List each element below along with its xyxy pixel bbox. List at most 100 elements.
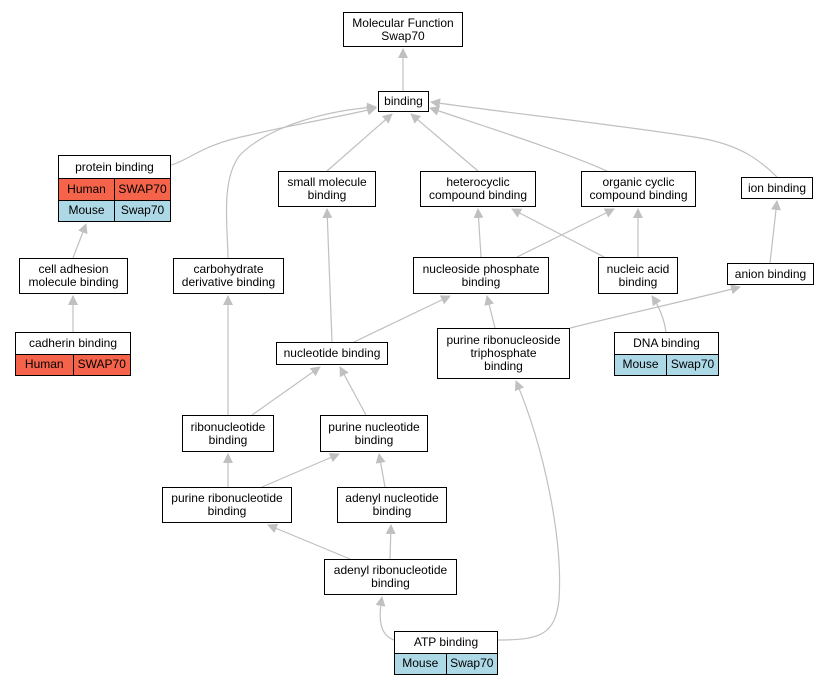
edge-nucleic_acid-to-heterocyclic — [511, 208, 605, 258]
edge-purine_ribonucleotide-to-purine_nucleotide — [261, 452, 340, 488]
gene-species: Mouse — [402, 656, 439, 671]
edge-nucleotide_binding-to-nucleoside_phosphate — [353, 295, 451, 343]
node-label-line: nucleotide binding — [283, 346, 381, 360]
node-label: DNA binding — [615, 333, 718, 354]
node-label-line: binding — [372, 504, 412, 518]
node-label-line: heterocyclic — [446, 175, 510, 189]
node-ion-binding[interactable]: ion binding — [741, 177, 813, 199]
node-label-line: cell adhesion — [38, 262, 109, 276]
node-binding[interactable]: binding — [378, 91, 429, 112]
node-nucleotide-binding[interactable]: nucleotide binding — [276, 342, 388, 365]
node-label-line: compound binding — [428, 188, 528, 202]
edge-heterocyclic-to-binding — [410, 113, 479, 172]
node-label-line: derivative binding — [181, 275, 276, 289]
node-label-line: binding — [307, 188, 347, 202]
node-label-line: Molecular Function — [352, 15, 454, 30]
node-label-line: binding — [354, 432, 394, 447]
gene-symbol: SWAP70 — [72, 354, 131, 375]
edge-organic_cyclic-to-binding — [429, 106, 608, 172]
node-label-line: organic cyclic — [602, 175, 675, 189]
node-label-line: cadherin binding — [28, 335, 118, 350]
edge-small_molecule_binding-to-binding — [326, 113, 393, 172]
node-label-line: binding — [484, 359, 523, 373]
node-label-line: purine ribonucleoside — [446, 333, 561, 347]
node-label-line: purine ribonucleotide — [171, 491, 283, 505]
edge-dna_binding-to-nucleic_acid — [651, 295, 667, 333]
node-label-line: binding — [618, 274, 658, 289]
edge-purine_ribonucleoside_tp-to-nucleoside_phosphate — [484, 295, 496, 329]
gene-symbol: SWAP70 — [114, 179, 170, 200]
edge-adenyl_nucleotide-to-purine_nucleotide — [375, 453, 386, 488]
edge-adenyl_ribonucleotide-to-adenyl_nucleotide — [385, 524, 396, 560]
edge-ribonucleotide-to-nucleotide_binding — [251, 366, 321, 416]
node-label-line: compound binding — [589, 188, 688, 202]
edge-carbohydrate-to-binding — [225, 102, 377, 259]
node-label-line: binding — [384, 94, 423, 108]
node-label-line: binding — [461, 274, 501, 289]
node-label-line: ion binding — [747, 180, 807, 195]
edge-cell_adhesion-to-protein_binding — [72, 223, 88, 259]
gene-row-human: Human SWAP70 — [16, 353, 131, 375]
node-anion-binding[interactable]: anion binding — [727, 263, 814, 285]
node-label-line: protein binding — [75, 159, 154, 174]
node-label-line: triphosphate — [470, 346, 537, 360]
edge-nucleoside_phosphate-to-heterocyclic — [473, 208, 484, 258]
gene-row-human: Human SWAP70 — [59, 178, 170, 200]
node-label-line: ATP binding — [413, 634, 479, 649]
node-label-line: binding — [371, 576, 410, 590]
edge-protein_binding-to-binding — [170, 105, 377, 166]
edge-ion_binding-to-binding — [430, 98, 778, 178]
gene-species: Human — [67, 181, 106, 196]
edge-nucleotide_binding-to-small_molecule_binding — [322, 208, 333, 343]
node-label: nucleotide binding — [280, 343, 384, 364]
gene-symbol: Swap70 — [114, 200, 170, 222]
node-label-line: nucleic acid — [606, 261, 670, 276]
node-label-line: ribonucleotide — [190, 419, 266, 434]
node-label-line: adenyl ribonucleotide — [333, 563, 448, 577]
node-label: anion binding — [731, 264, 810, 284]
node-label-line: Swap70 — [381, 28, 425, 43]
node-label-line: adenyl nucleotide — [345, 491, 439, 505]
edge-nucleoside_phosphate-to-organic_cyclic — [516, 208, 615, 258]
node-label: protein binding — [59, 156, 170, 178]
gene-species: Human — [24, 357, 64, 372]
gene-symbol: Swap70 — [666, 354, 718, 375]
edge-anion_binding-to-ion_binding — [769, 200, 781, 264]
node-label: binding — [382, 92, 425, 111]
node-label-line: small molecule — [287, 175, 367, 189]
edge-adenyl_ribonucleotide-to-purine_ribonucleotide — [267, 523, 351, 560]
node-label-line: purine nucleotide — [328, 419, 420, 434]
